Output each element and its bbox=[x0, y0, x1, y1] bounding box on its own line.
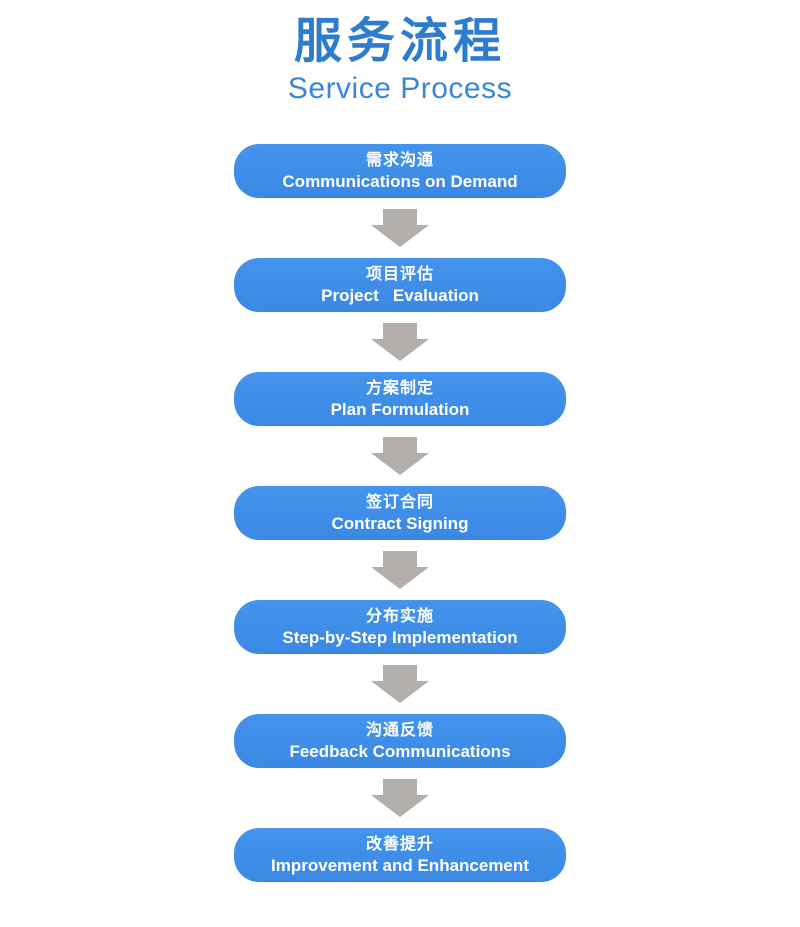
step-label-zh: 签订合同 bbox=[365, 494, 434, 512]
flow-step-implementation: 分布实施 Step-by-Step Implementation bbox=[234, 600, 566, 655]
page-title: 服务流程 bbox=[293, 15, 506, 68]
flow-step-demand-communication: 需求沟通 Communications on Demand bbox=[234, 144, 566, 199]
process-flow: 需求沟通 Communications on Demand 项目评估 Proje… bbox=[0, 144, 800, 883]
flow-step-plan-formulation: 方案制定 Plan Formulation bbox=[234, 372, 566, 427]
down-arrow-icon bbox=[371, 551, 429, 590]
down-arrow-icon bbox=[371, 323, 429, 362]
down-arrow-icon bbox=[371, 437, 429, 476]
step-label-en: Feedback Communications bbox=[289, 742, 511, 762]
step-label-en: Step-by-Step Implementation bbox=[282, 628, 518, 648]
down-arrow-icon bbox=[371, 209, 429, 248]
step-label-zh: 改善提升 bbox=[365, 836, 434, 854]
step-label-en: Improvement and Enhancement bbox=[271, 856, 529, 876]
step-label-en: Contract Signing bbox=[331, 514, 469, 534]
page-subtitle: Service Process bbox=[287, 72, 513, 106]
step-label-en: Project Evaluation bbox=[321, 286, 479, 306]
flow-step-improvement: 改善提升 Improvement and Enhancement bbox=[234, 828, 566, 883]
flow-step-contract-signing: 签订合同 Contract Signing bbox=[234, 486, 566, 541]
flow-step-project-evaluation: 项目评估 Project Evaluation bbox=[234, 258, 566, 313]
down-arrow-icon bbox=[371, 779, 429, 818]
step-label-zh: 需求沟通 bbox=[365, 152, 434, 170]
down-arrow-icon bbox=[371, 665, 429, 704]
step-label-en: Communications on Demand bbox=[282, 172, 518, 192]
page-header: 服务流程 Service Process bbox=[0, 14, 800, 107]
step-label-zh: 分布实施 bbox=[365, 608, 434, 626]
flow-step-feedback-communication: 沟通反馈 Feedback Communications bbox=[234, 714, 566, 769]
step-label-zh: 项目评估 bbox=[365, 266, 434, 284]
step-label-zh: 方案制定 bbox=[365, 380, 434, 398]
step-label-en: Plan Formulation bbox=[330, 400, 470, 420]
step-label-zh: 沟通反馈 bbox=[365, 722, 434, 740]
